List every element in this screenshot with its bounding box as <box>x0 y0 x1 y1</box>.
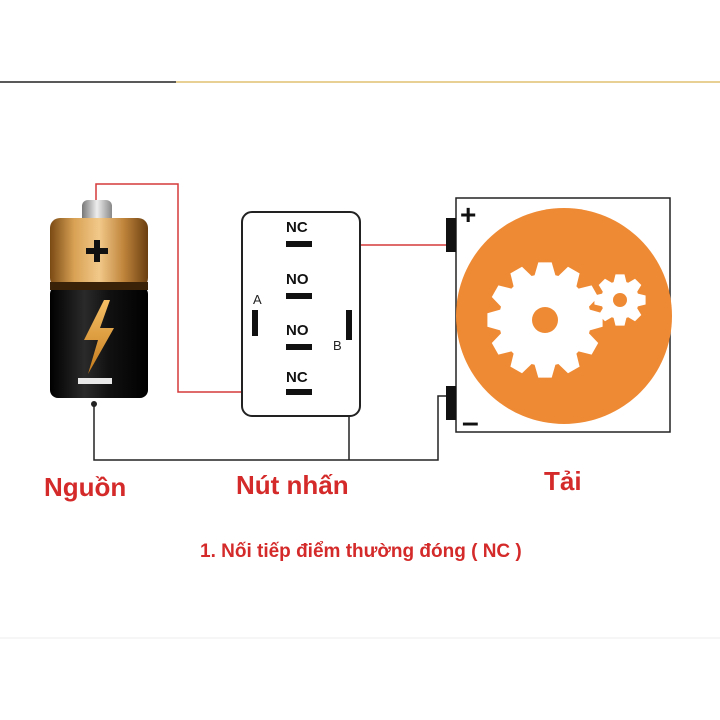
switch-arm-a <box>252 310 258 336</box>
battery-terminal-dot <box>91 401 97 407</box>
gear-large-hole <box>532 307 558 333</box>
switch-label: Nút nhấn <box>236 470 349 500</box>
load-label: Tải <box>544 466 582 496</box>
load-terminal-minus <box>446 386 456 420</box>
battery-label: Nguồn <box>44 472 126 502</box>
gear-icon <box>487 262 603 378</box>
small-gear-icon <box>594 274 646 326</box>
switch-arm-b <box>346 310 352 340</box>
load-minus-label: – <box>462 406 479 439</box>
caption: 1. Nối tiếp điểm thường đóng ( NC ) <box>200 541 522 562</box>
load: + – <box>446 197 672 439</box>
battery <box>50 200 148 407</box>
contact-label-nc-top: NC <box>286 219 308 236</box>
contact-bar-nc-top <box>286 241 312 247</box>
battery-minus-bar <box>78 378 112 384</box>
gear-small-hole <box>613 293 627 307</box>
contact-bar-nc-bottom <box>286 389 312 395</box>
contact-label-no-2: NO <box>286 322 309 339</box>
black-wire-battery-to-load <box>93 395 448 461</box>
contact-bar-no-1 <box>286 293 312 299</box>
arm-label-b: B <box>333 338 342 353</box>
load-terminal-plus <box>446 218 456 252</box>
push-switch: NC NO NO NC A B <box>241 211 361 417</box>
switch-body <box>241 211 361 417</box>
contact-label-no-1: NO <box>286 271 309 288</box>
battery-band <box>50 282 148 290</box>
lightning-bolt-icon <box>84 300 114 374</box>
contact-label-nc-bottom: NC <box>286 369 308 386</box>
arm-label-a: A <box>253 292 262 307</box>
red-wire-battery-to-switch <box>95 183 290 393</box>
plus-sign-icon <box>86 240 108 262</box>
contact-bar-no-2 <box>286 344 312 350</box>
load-plus-label: + <box>460 199 476 230</box>
